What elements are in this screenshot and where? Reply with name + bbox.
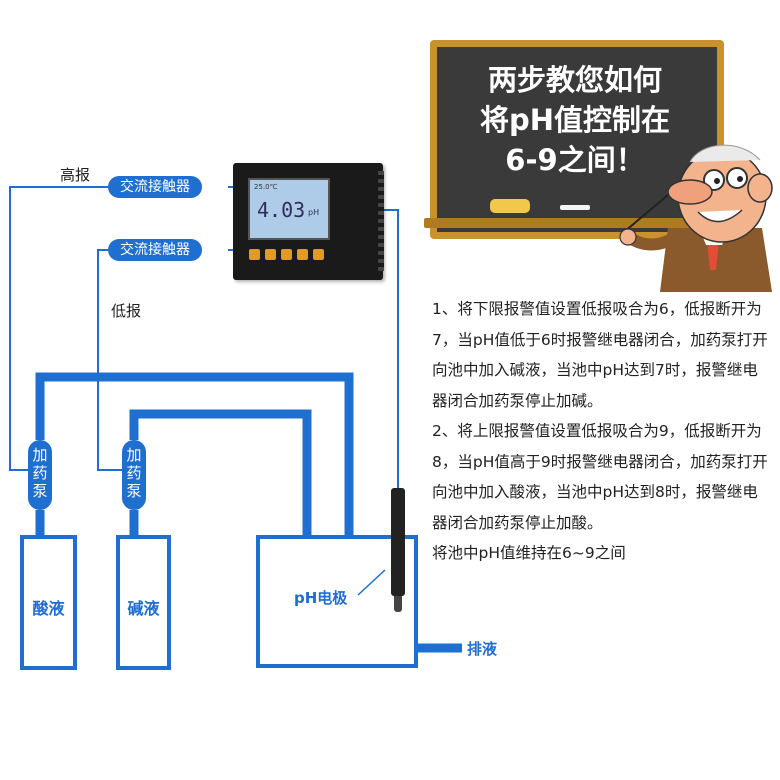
chalkboard-ledge [424,218,724,228]
controller-screen: 25.0℃ 4.03 pH [248,178,330,240]
pump-base: 加药泵 [122,440,146,510]
pump-acid-label: 加药泵 [32,446,48,500]
board-title: 两步教您如何 将pH值控制在 6-9之间！ [430,60,720,180]
tank-base-label: 碱液 [127,599,160,618]
controller-reading: 4.03 [257,198,306,222]
ph-controller: 25.0℃ 4.03 pH [233,163,384,280]
ph-electrode-tip [394,596,402,612]
wire-high [9,186,108,471]
step-instructions: 1、将下限报警值设置低报吸合为6，低报断开为7，当pH值低于6时报警继电器闭合，… [432,294,772,569]
step-text: 2、将上限报警值设置低报吸合为9，低报断开为8，当pH值高于9时报警继电器闭合，… [432,422,768,532]
wire-low [97,249,122,471]
tank-base: 碱液 [116,535,171,670]
controller-unit: pH [308,208,320,217]
controller-button[interactable] [249,249,260,260]
relay-low: 交流接触器 [108,239,202,261]
board-line: 6-9之间！ [505,143,645,177]
board-line: 将pH值控制在 [479,103,671,137]
controller-button[interactable] [313,249,324,260]
tank-acid: 酸液 [20,535,77,670]
pump-acid: 加药泵 [28,440,52,510]
controller-button[interactable] [297,249,308,260]
controller-temp: 25.0℃ [254,183,278,191]
drain-label: 排液 [467,640,498,658]
low-alarm-label: 低报 [111,302,142,320]
sponge-icon [490,199,530,213]
chalk-icon [560,205,590,210]
step-text: 1、将下限报警值设置低报吸合为6，低报断开为7，当pH值低于6时报警继电器闭合，… [432,300,768,410]
board-line: 两步教您如何 [487,63,662,97]
pipe-acid [35,372,354,535]
controller-right-edge [378,171,384,271]
pipe-base [129,409,312,535]
controller-button[interactable] [281,249,292,260]
ph-electrode [391,488,405,596]
pump-base-label: 加药泵 [126,446,142,500]
tank-acid-label: 酸液 [32,599,65,618]
relay-high: 交流接触器 [108,176,202,198]
controller-button[interactable] [265,249,276,260]
step-summary: 将池中pH值维持在6~9之间 [432,544,626,562]
wire-electrode [380,209,399,490]
electrode-label: pH电极 [294,589,348,607]
high-alarm-label: 高报 [60,166,91,184]
controller-buttons [249,249,324,260]
